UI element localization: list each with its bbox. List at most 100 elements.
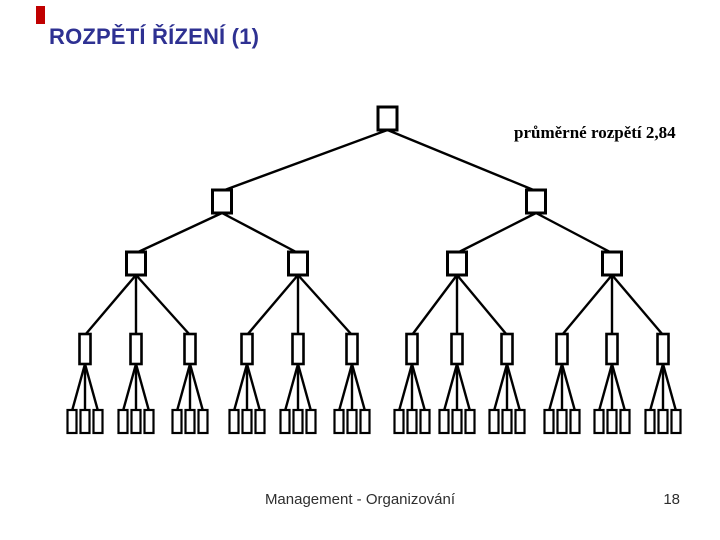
- tree-edge: [561, 274, 613, 336]
- tree-edge: [188, 363, 205, 412]
- tree-edge: [337, 363, 354, 412]
- tree-edge: [547, 363, 564, 412]
- tree-edge: [397, 363, 414, 412]
- tree-edge: [410, 363, 427, 412]
- tree-node-level-4: [66, 408, 78, 435]
- tree-node-level-4: [254, 408, 266, 435]
- tree-node-level-4: [130, 408, 142, 435]
- tree-node-level-4: [606, 408, 618, 435]
- tree-edge: [245, 363, 262, 412]
- tree-node-level-3: [345, 332, 359, 366]
- tree-node-level-1: [211, 188, 233, 215]
- tree-edge: [135, 274, 191, 336]
- tree-edge: [611, 274, 664, 336]
- tree-node-level-4: [117, 408, 129, 435]
- tree-edge: [442, 363, 459, 412]
- tree-edge: [492, 363, 509, 412]
- tree-node-level-3: [405, 332, 419, 366]
- tree-node-level-4: [228, 408, 240, 435]
- accent-mark: [36, 6, 45, 24]
- average-span-label: průměrné rozpětí 2,84: [514, 123, 676, 142]
- tree-node-level-4: [657, 408, 669, 435]
- tree-node-level-3: [129, 332, 143, 366]
- tree-node-level-4: [292, 408, 304, 435]
- tree-edge: [610, 363, 627, 412]
- tree-edge: [350, 363, 367, 412]
- tree-edge: [70, 363, 87, 412]
- tree-node-level-4: [619, 408, 631, 435]
- tree-node-level-4: [501, 408, 513, 435]
- tree-edge: [661, 363, 678, 412]
- tree-edge: [297, 274, 353, 336]
- tree-node-level-1: [525, 188, 547, 215]
- tree-edge: [456, 274, 508, 336]
- tree-edge: [456, 211, 537, 255]
- tree-node-level-4: [419, 408, 431, 435]
- tree-node-level-4: [305, 408, 317, 435]
- page-number: 18: [663, 491, 680, 508]
- tree-node-level-4: [279, 408, 291, 435]
- tree-node-level-3: [291, 332, 305, 366]
- tree-node-level-4: [569, 408, 581, 435]
- tree-node-level-4: [464, 408, 476, 435]
- tree-edge: [221, 128, 388, 193]
- tree-node-level-3: [500, 332, 514, 366]
- tree-node-level-4: [451, 408, 463, 435]
- tree-node-level-4: [644, 408, 656, 435]
- tree-edge: [246, 274, 299, 336]
- tree-node-level-4: [241, 408, 253, 435]
- footer: Management - Organizování: [0, 491, 720, 508]
- footer-title: Management - Organizování: [264, 491, 456, 508]
- tree-node-level-4: [406, 408, 418, 435]
- tree-node-level-4: [184, 408, 196, 435]
- tree-node-level-4: [79, 408, 91, 435]
- tree-edge: [597, 363, 614, 412]
- tree-node-level-3: [555, 332, 569, 366]
- tree-node-level-4: [670, 408, 682, 435]
- tree-node-level-4: [333, 408, 345, 435]
- tree-edge: [648, 363, 665, 412]
- tree-edge: [175, 363, 192, 412]
- tree-edge: [455, 363, 472, 412]
- tree-edge: [134, 363, 151, 412]
- tree-node-level-2: [446, 250, 468, 277]
- tree-edge: [387, 128, 537, 193]
- tree-node-level-3: [656, 332, 670, 366]
- tree-edge: [83, 363, 100, 412]
- tree-node-level-4: [514, 408, 526, 435]
- tree-node-level-3: [78, 332, 92, 366]
- tree-node-level-4: [593, 408, 605, 435]
- tree-node-level-4: [92, 408, 104, 435]
- tree-node-level-4: [197, 408, 209, 435]
- tree-node-level-4: [488, 408, 500, 435]
- slide-title: ROZPĚTÍ ŘÍZENÍ (1): [49, 24, 260, 49]
- tree-node-level-4: [171, 408, 183, 435]
- tree-node-level-4: [143, 408, 155, 435]
- tree-node-level-2: [287, 250, 309, 277]
- tree-node-level-4: [438, 408, 450, 435]
- tree-edge: [535, 211, 613, 255]
- tree-edge: [121, 363, 138, 412]
- tree-node-level-2: [125, 250, 147, 277]
- tree-node-level-2: [601, 250, 623, 277]
- tree-edge: [283, 363, 300, 412]
- tree-node-level-4: [543, 408, 555, 435]
- tree-node-level-3: [450, 332, 464, 366]
- tree-edge: [221, 211, 299, 255]
- tree-node-level-3: [240, 332, 254, 366]
- tree-edge: [84, 274, 137, 336]
- tree-edge: [296, 363, 313, 412]
- tree-edge: [135, 211, 223, 255]
- tree-edge: [560, 363, 577, 412]
- tree-edge: [232, 363, 249, 412]
- tree-node-level-3: [605, 332, 619, 366]
- tree-node-level-0: [376, 105, 399, 132]
- tree-edge: [411, 274, 458, 336]
- tree-node-level-4: [346, 408, 358, 435]
- tree-node-level-4: [359, 408, 371, 435]
- tree-edge: [505, 363, 522, 412]
- tree-node-level-4: [556, 408, 568, 435]
- tree-node-level-3: [183, 332, 197, 366]
